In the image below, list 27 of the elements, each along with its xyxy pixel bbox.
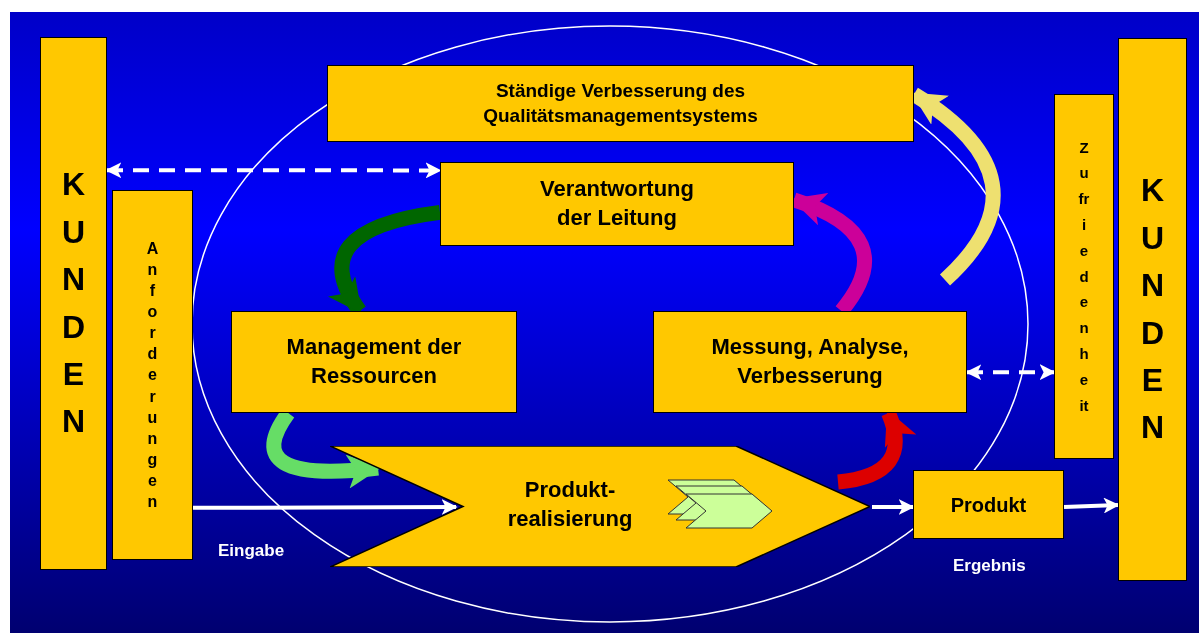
box-label: KUNDEN (1140, 171, 1165, 448)
box-label: KUNDEN (61, 165, 86, 442)
dashed-arrow (105, 162, 442, 179)
box-label: Zufriedenheit (1078, 137, 1090, 416)
process-box (913, 470, 1064, 539)
dashed-arrow (965, 364, 1056, 381)
process-box (231, 311, 517, 413)
process-box (440, 162, 794, 246)
column-box (40, 37, 107, 570)
arrow (872, 499, 915, 515)
box-label: Verantwortung der Leitung (539, 175, 695, 232)
box-label: Ständige Verbesserung des Qualitätsmanagementsystems (482, 78, 759, 128)
flow-label: Eingabe (218, 541, 285, 561)
box-label: Produkt- realisierung (506, 475, 634, 533)
arrow (193, 499, 458, 516)
process-box (327, 65, 914, 142)
arrow (1063, 497, 1120, 514)
box-label: Produkt (950, 492, 1027, 518)
flow-label: Ergebnis (953, 556, 1026, 576)
column-box (1118, 38, 1187, 581)
column-box (112, 190, 193, 560)
process-chevron (330, 446, 870, 567)
box-label: Anforderungen (146, 238, 159, 513)
box-label: Management der Ressourcen (285, 333, 463, 390)
process-box (653, 311, 967, 413)
column-box (1054, 94, 1114, 459)
box-label: Messung, Analyse, Verbesserung (710, 333, 910, 390)
